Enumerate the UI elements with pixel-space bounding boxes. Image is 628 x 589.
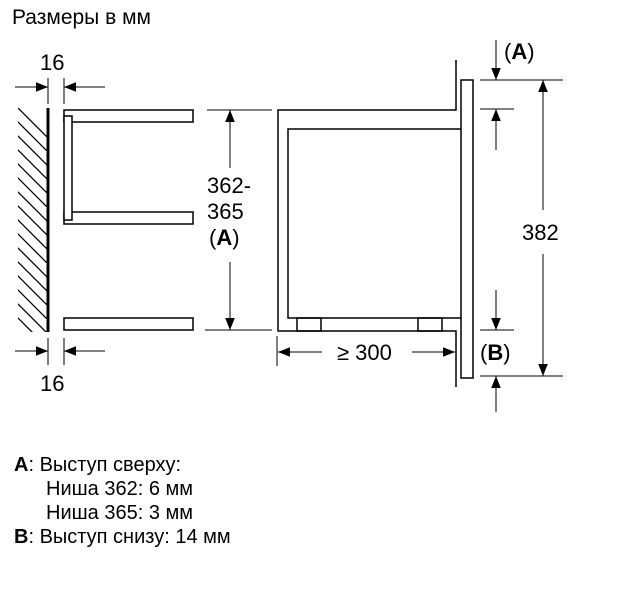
oven-foot: [417, 317, 443, 332]
cabinet-side-view: [63, 109, 194, 331]
niche-height-label-1: 362-: [207, 173, 251, 198]
side-gap-bottom-label: 16: [40, 371, 64, 396]
side-gap-dimension: [15, 78, 105, 365]
side-gap-top-label: 16: [40, 50, 64, 75]
legend-a-line1: Ниша 362: 6 мм: [46, 478, 194, 500]
oven-foot: [296, 317, 322, 332]
diagram-title: Размеры в мм: [12, 6, 151, 29]
legend-a-text: : Выступ сверху:: [28, 454, 182, 476]
legend-a-key: A: [14, 454, 29, 476]
front-height-dimension: [480, 40, 563, 412]
front-height-label: 382: [522, 220, 559, 245]
depth-label: ≥ 300: [337, 340, 392, 365]
oven-body: [287, 128, 461, 332]
oven-front-panel: [460, 79, 474, 379]
niche-height-dimension: [205, 109, 272, 331]
legend-b-text: : Выступ снизу: 14 мм: [28, 526, 231, 548]
niche-height-ref: (A): [209, 225, 240, 250]
ref-b-label: (B): [480, 340, 511, 365]
cabinet-section: [277, 60, 457, 387]
legend-a: A: Выступ сверху:: [14, 453, 231, 477]
legend-b-key: B: [14, 526, 29, 548]
niche-height-label-2: 365: [207, 199, 244, 224]
legend-b: B: Выступ снизу: 14 мм: [14, 525, 231, 549]
depth-dimension: [276, 336, 455, 366]
legend: A: Выступ сверху: Ниша 362: 6 мм Ниша 36…: [14, 453, 231, 549]
ref-a-label: (A): [504, 39, 535, 64]
wall-hatching: [18, 108, 48, 332]
legend-a-line2: Ниша 365: 3 мм: [46, 502, 194, 524]
